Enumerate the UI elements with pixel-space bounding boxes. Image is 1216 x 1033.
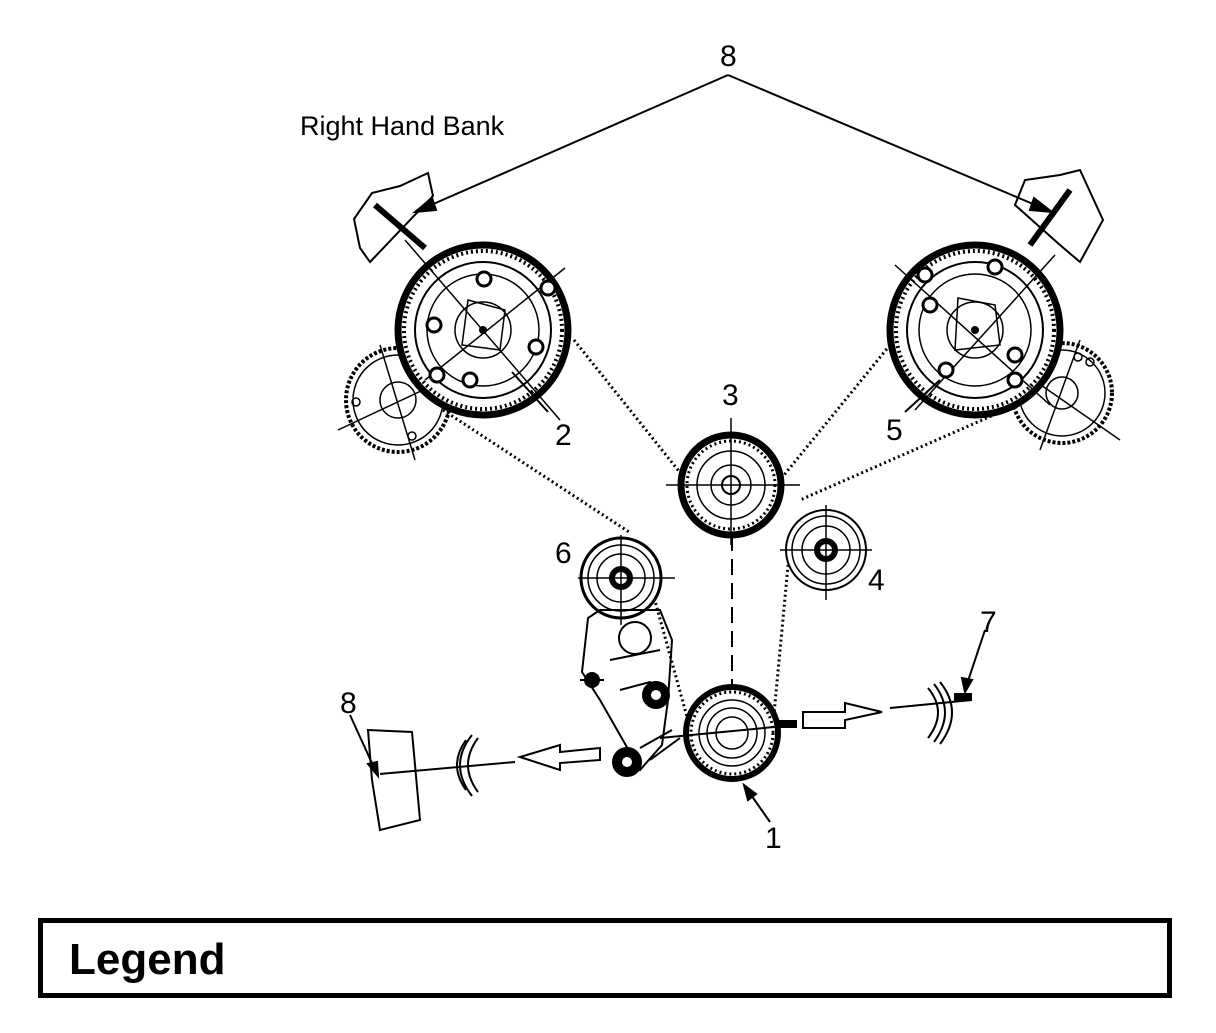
alignment-arrows: [516, 701, 883, 772]
camshaft-sprocket-left: [394, 239, 572, 421]
camshaft-sprocket-right: [886, 241, 1064, 419]
callout-2: 2: [555, 419, 572, 452]
callout-4: 4: [868, 564, 885, 597]
tensioner-bracket: [580, 609, 681, 777]
idler-pulley-4: [780, 505, 872, 600]
timing-belt-diagram: Right Hand Bank 8 2 3 5 6 4 7 8 1: [300, 40, 1121, 855]
idler-pulley-3: [666, 418, 800, 545]
legend-title: Legend: [69, 935, 226, 984]
legend-box: Legend: [38, 918, 1172, 998]
callout-6: 6: [555, 537, 572, 570]
callout-7: 7: [980, 606, 997, 639]
head-stub-left-top: [352, 171, 435, 264]
callout-3: 3: [722, 379, 739, 412]
timing-mark-right: [889, 681, 973, 745]
leader-lines: [349, 371, 986, 823]
leader-lines-8-top: [411, 74, 1056, 214]
callout-8-top: 8: [720, 40, 737, 73]
callout-1: 1: [765, 822, 782, 855]
head-stub-left-bottom: [366, 728, 422, 832]
callout-5: 5: [886, 414, 903, 447]
callout-8-left: 8: [340, 687, 357, 720]
timing-mark-left: [379, 734, 516, 797]
bank-label: Right Hand Bank: [300, 111, 505, 141]
head-stub-right-top: [1013, 168, 1105, 264]
crankshaft-pulley-1: [659, 684, 797, 782]
